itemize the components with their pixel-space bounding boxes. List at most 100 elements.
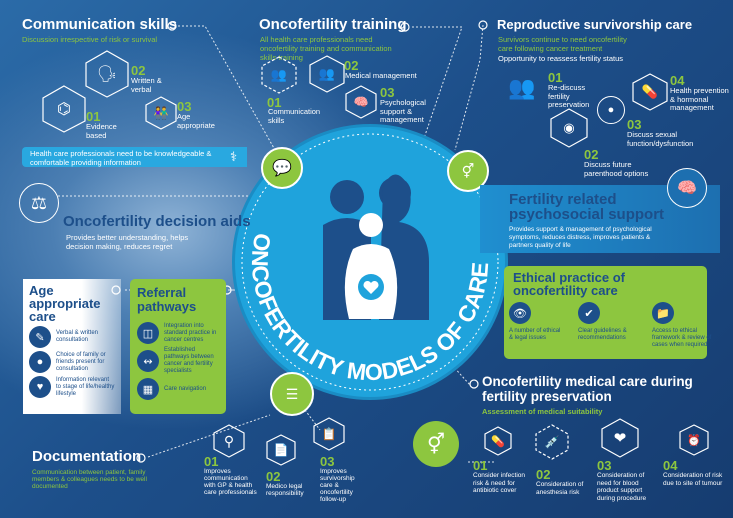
doors-icon: ◫ <box>137 322 159 344</box>
item-label: Medico legal responsibility <box>266 483 304 497</box>
documentation-title: Documentation <box>32 448 142 465</box>
molecule-icon: ⌬ <box>40 85 88 133</box>
ethical-panel: Ethical practice of oncofertility care 👁… <box>504 266 711 359</box>
ethical-title: Ethical practice of oncofertility care <box>513 270 625 298</box>
torso-icon: ● <box>597 96 625 124</box>
documents-icon: ☰ <box>270 372 314 416</box>
brain-head-icon: 🧠 <box>344 85 378 119</box>
scales-icon: ⚖ <box>19 183 59 223</box>
survivorship-note: Opportunity to reassess fertility status <box>498 54 624 63</box>
communication-subtitle: Discussion irrespective of risk or survi… <box>22 35 158 44</box>
item-number: 01 <box>473 458 488 473</box>
eye-icon: 👁 <box>509 302 531 324</box>
item-number: 02 <box>131 63 146 78</box>
item-label: Age appropriate <box>177 112 215 130</box>
item-number: 01 <box>204 454 219 469</box>
survivorship-subtitle: Survivors continue to need oncofertility… <box>498 35 627 53</box>
medical-subtitle: Assessment of medical suitability <box>482 407 603 416</box>
item-label: Evidence based <box>86 122 117 140</box>
item-number: 03 <box>627 117 642 132</box>
item-number: 03 <box>380 85 395 100</box>
syringe-icon: 💉 <box>534 424 570 460</box>
item-label: Medical management <box>345 71 417 80</box>
medical-team-icon: 👥 <box>308 55 346 93</box>
communication-title: Communication skills <box>22 16 178 33</box>
folder-icon: 📁 <box>652 302 674 324</box>
item-label: Discuss future parenthood options <box>584 160 649 178</box>
item-label: Improves survivorship care & oncofertili… <box>320 468 355 503</box>
referral-item: Integration into standard practice in ca… <box>164 322 217 343</box>
brain-icon: 🧠 <box>667 168 707 208</box>
search-icon: ⚲ <box>212 424 246 458</box>
age-care-panel: Age appropriate care ✎ Verbal & written c… <box>23 279 121 414</box>
item-label: Consideration of need for blood product … <box>597 472 647 502</box>
sperm-egg-icon: ◉ <box>549 108 589 148</box>
item-label: Consideration of risk due to site of tum… <box>663 472 723 487</box>
psychosocial-text: Provides support & management of psychol… <box>509 226 652 249</box>
item-label: Communication skills <box>268 107 321 125</box>
item-number: 03 <box>597 458 612 473</box>
decision-aids-text: Provides better understanding, helps dec… <box>66 233 189 251</box>
consultation-icon: ✎ <box>29 326 51 348</box>
pills-icon: 💊 <box>631 73 669 111</box>
heart-icon: ❤ <box>600 418 640 458</box>
navigation-icon: ▦ <box>137 378 159 400</box>
item-number: 02 <box>266 469 281 484</box>
checkmark-icon: ✔ <box>578 302 600 324</box>
item-number: 01 <box>548 70 563 85</box>
item-label: Discuss sexual function/dysfunction <box>627 130 694 148</box>
uterus-icon: ⚥ <box>447 150 489 192</box>
item-number: 02 <box>344 58 359 73</box>
item-number: 01 <box>86 109 101 124</box>
item-label: Re-discuss fertility preservation <box>548 83 590 109</box>
item-number: 02 <box>584 147 599 162</box>
referral-panel: Referral pathways ◫Integration into stan… <box>130 279 226 414</box>
center-title-ring: ONCOFERTILITY MODELS OF CARE <box>241 133 499 391</box>
age-care-item: Verbal & written consultation <box>56 330 99 343</box>
item-number: 03 <box>177 99 192 114</box>
speaking-head-icon: 🗣 <box>83 50 131 98</box>
age-care-item: Information relevant to stage of life/he… <box>56 376 115 397</box>
documentation-subtitle: Communication between patient, family me… <box>32 469 147 490</box>
item-number: 04 <box>663 458 678 473</box>
item-label: Consider infection risk & need for antib… <box>473 472 526 494</box>
item-label: Consideration of anesthesia risk <box>536 481 584 496</box>
psychosocial-title: Fertility related psychosocial support <box>509 191 665 223</box>
medical-title: Oncofertility medical care during fertil… <box>482 374 693 404</box>
training-title: Oncofertility training <box>259 16 407 33</box>
age-care-item: Choice of family or friends present for … <box>56 351 106 372</box>
item-label: Health prevention & hormonal management <box>670 86 729 112</box>
communication-banner: Health care professionals need to be kno… <box>22 147 247 167</box>
ethical-item: Access to ethical framework & review of … <box>652 328 712 348</box>
document-icon: 📄 <box>265 434 297 466</box>
referral-title: Referral pathways <box>137 285 197 314</box>
item-label: Written & verbal <box>131 76 162 94</box>
children-icon: 👫 <box>144 96 178 130</box>
referral-item: Care navigation <box>164 385 207 392</box>
ethical-item: Clear guidelines & recommendations <box>578 328 627 341</box>
ethical-item: A number of ethical & legal issues <box>509 328 561 341</box>
decision-aids-title: Oncofertility decision aids <box>63 213 251 230</box>
item-label: Psychological support & management <box>380 98 426 124</box>
uterus-icon: ⚥ <box>413 421 459 467</box>
chat-icon: 💬 <box>261 147 303 189</box>
consultation-icon: 👥 <box>508 75 536 100</box>
pill-icon: 💊 <box>483 426 513 456</box>
item-number: 02 <box>536 467 551 482</box>
pathway-icon: ↭ <box>137 350 159 372</box>
item-number: 01 <box>267 95 282 110</box>
training-subtitle: All health care professionals need oncof… <box>260 35 392 62</box>
age-care-title: Age appropriate care <box>29 283 101 324</box>
communication-people-icon: 👥 <box>260 56 298 94</box>
referral-item: Established pathways between cancer and … <box>164 347 214 374</box>
clipboard-clock-icon: ⏰ <box>678 424 710 456</box>
heart-rate-icon: ♥ <box>29 376 51 398</box>
family-member-icon: ● <box>29 351 51 373</box>
item-number: 04 <box>670 73 685 88</box>
item-number: 03 <box>320 454 335 469</box>
item-label: Improves communication with GP & health … <box>204 468 257 496</box>
survivorship-title: Reproductive survivorship care <box>497 17 693 32</box>
stethoscope-icon: ⚕ <box>229 149 237 164</box>
family-icon <box>323 174 429 320</box>
banner-text: Health care professionals need to be kno… <box>30 149 212 167</box>
